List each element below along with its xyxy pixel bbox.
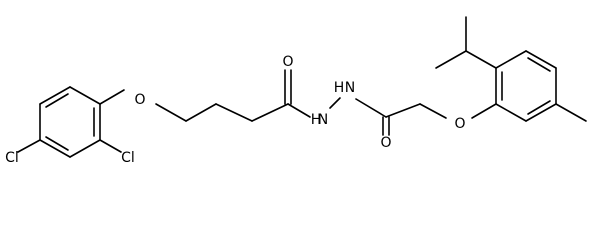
bond-c-cl-ortho bbox=[99, 139, 122, 153]
atom-o-ether-right: O bbox=[454, 116, 465, 132]
butanoyl-chain bbox=[155, 69, 311, 122]
bond-ring-ether-left bbox=[99, 89, 125, 105]
atom-o-carbonyl-left: O bbox=[282, 54, 293, 70]
atom-n2: N bbox=[345, 80, 355, 96]
atom-n1: N bbox=[318, 112, 328, 128]
bond-c-cl-para bbox=[17, 139, 41, 153]
methyl-group bbox=[555, 103, 587, 122]
atom-h2: H bbox=[334, 80, 345, 96]
atom-o-ether-left: O bbox=[134, 92, 145, 108]
isopropyl-methylphenyl-ring bbox=[495, 50, 557, 122]
acetyl-chain bbox=[355, 98, 497, 136]
bond-n-n bbox=[329, 97, 341, 109]
atom-cl-ortho: Cl bbox=[121, 150, 135, 166]
dichlorophenyl-ring bbox=[39, 86, 101, 158]
molecule-structure: Cl Cl O O N H N H O O bbox=[5, 16, 587, 166]
atom-cl-para: Cl bbox=[5, 150, 19, 166]
isopropyl-group bbox=[435, 16, 497, 69]
atom-o-carbonyl-right: O bbox=[380, 135, 391, 151]
atom-h1: H bbox=[311, 112, 322, 128]
